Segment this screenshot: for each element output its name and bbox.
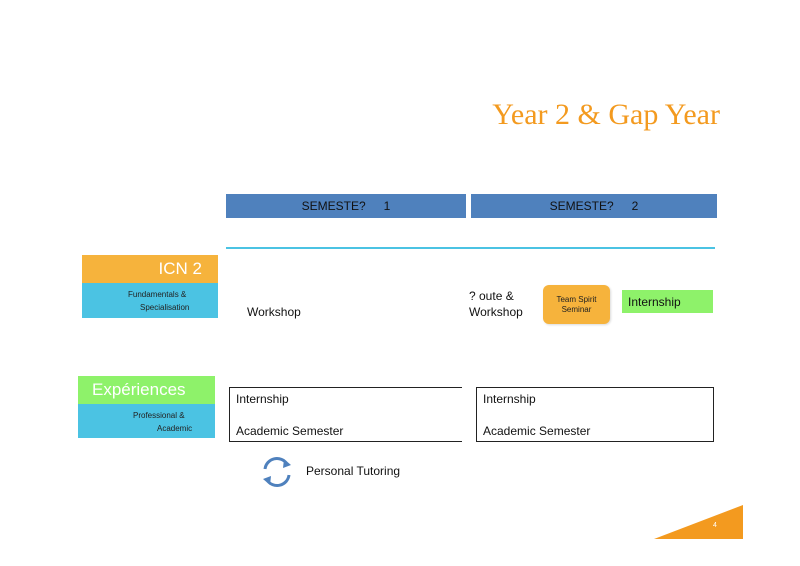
experience-box-2-line1: Internship xyxy=(483,392,536,406)
workshop-text: Workshop xyxy=(247,305,301,319)
icn-2-label: ICN 2 xyxy=(82,255,218,283)
route-workshop-text: ? oute & Workshop xyxy=(469,288,523,320)
header-divider xyxy=(226,247,715,249)
semester-2-number: 2 xyxy=(631,199,639,213)
experiences-sub-line1: Professional & xyxy=(133,411,185,420)
team-spirit-line1: Team Spirit xyxy=(556,294,597,304)
experience-box-1-line1: Internship xyxy=(236,392,289,406)
semester-1-number: 1 xyxy=(383,199,391,213)
personal-tutoring-label: Personal Tutoring xyxy=(306,464,401,478)
icn-2-sub-line2: Specialisation xyxy=(140,303,190,312)
route-line2: Workshop xyxy=(469,305,523,319)
slide-number: 4 xyxy=(713,522,717,529)
route-line1: ? oute & xyxy=(469,289,514,303)
semester-2-label: SEMESTE? xyxy=(549,199,614,213)
experience-box-1-line2: Academic Semester xyxy=(236,424,344,438)
team-spirit-seminar-box: Team Spirit Seminar xyxy=(543,285,610,324)
semester-2-header: SEMESTE? 2 xyxy=(471,194,717,218)
icn-2-sub-line1: Fundamentals & xyxy=(128,290,187,299)
semester-1-label: SEMESTE? xyxy=(301,199,366,213)
experience-box-semester-1: Internship Academic Semester xyxy=(229,387,466,442)
corner-triangle xyxy=(654,505,743,539)
team-spirit-line2: Seminar xyxy=(561,304,592,314)
experiences-sub-line2: Academic xyxy=(157,424,193,433)
page-title: Year 2 & Gap Year xyxy=(492,98,720,131)
experience-box-2-line2: Academic Semester xyxy=(483,424,591,438)
internship-box: Internship xyxy=(622,290,713,313)
experience-box-semester-2: Internship Academic Semester xyxy=(476,387,714,442)
box-1-right-gap xyxy=(462,386,468,443)
experiences-sublabel: Professional & Academic xyxy=(78,404,215,438)
experiences-label: Expériences xyxy=(78,376,215,404)
semester-1-header: SEMESTE? 1 xyxy=(226,194,466,218)
icn-2-sublabel: Fundamentals & Specialisation xyxy=(82,283,218,318)
cycle-arrows-icon xyxy=(263,457,291,487)
